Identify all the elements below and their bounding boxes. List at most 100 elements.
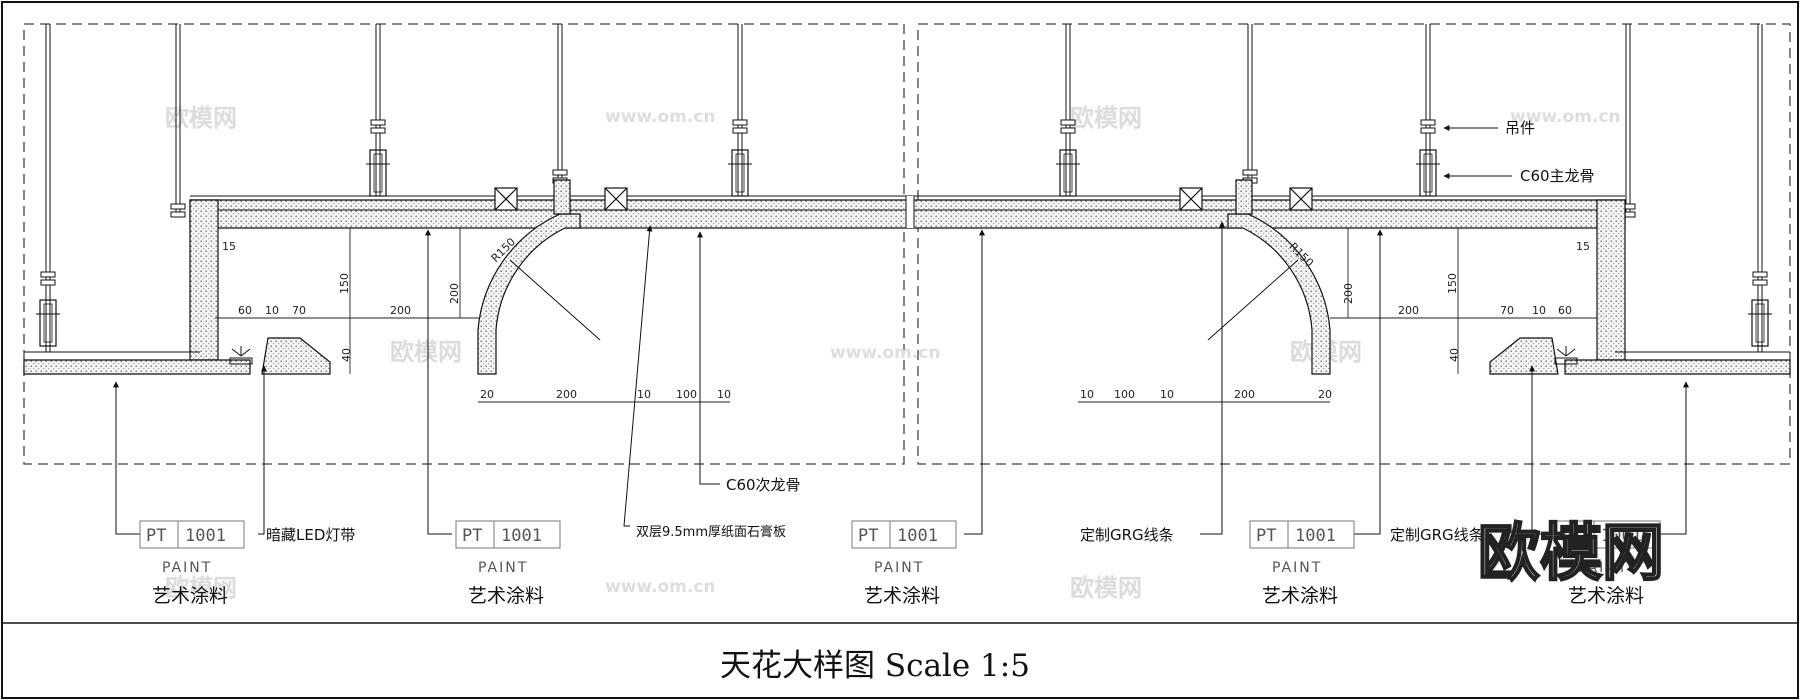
tag-sub: PAINT: [162, 560, 212, 576]
tag-number: 1001: [897, 526, 938, 546]
dim-10-left: 10: [265, 304, 279, 317]
keel-clip-icon: [1751, 299, 1769, 347]
dim-150-right: 150: [1446, 273, 1459, 294]
led-trough-right: [1489, 337, 1559, 375]
tag-chinese: 艺术涂料: [864, 585, 940, 607]
led-trough-left: [261, 337, 331, 375]
dim-60-left: 60: [238, 304, 252, 317]
watermark-url: www.om.cn: [1510, 107, 1621, 127]
dim-10-bottom-left-2: 10: [717, 388, 731, 401]
watermark-brand: 欧模网: [390, 338, 462, 366]
hanger-rod: [552, 24, 568, 184]
callout-hanger: 吊件: [1505, 119, 1535, 137]
drawing-title: 天花大样图 Scale 1:5: [720, 648, 1030, 684]
callout-labels: 吊件 C60主龙骨 C60次龙骨 暗藏LED灯带 双层9.5mm厚纸面石膏板 定…: [266, 119, 1595, 544]
dim-40-right: 40: [1448, 348, 1461, 362]
watermark-url: www.om.cn: [605, 577, 716, 597]
dim-200-vert-right: 200: [1342, 283, 1355, 304]
hanger-rod: [36, 24, 60, 352]
callout-led: 暗藏LED灯带: [266, 526, 355, 544]
brand-logo-text: 欧模网: [1478, 516, 1664, 589]
watermark-brand: 欧模网: [1070, 104, 1142, 132]
tag-code: PT: [1256, 526, 1276, 546]
side-panel-left: [189, 199, 219, 361]
dim-100-bottom-left: 100: [676, 388, 697, 401]
tag-code: PT: [858, 526, 878, 546]
nut-icon: [732, 127, 748, 134]
dim-150-left: 150: [338, 273, 351, 294]
callout-grg-right: 定制GRG线条: [1390, 526, 1484, 544]
led-light-right: [1554, 346, 1578, 365]
nut-icon: [732, 119, 748, 126]
dim-10-bottom-left: 10: [637, 388, 651, 401]
keel-clip-icon: [731, 149, 749, 197]
dim-200-bottom-right: 200: [1234, 388, 1255, 401]
tag-sub: PAINT: [478, 560, 528, 576]
callout-gypsum: 双层9.5mm厚纸面石膏板: [636, 524, 786, 540]
dim-15-left: 15: [222, 240, 236, 253]
nut-icon: [40, 271, 56, 278]
watermark-brand: 欧模网: [165, 104, 237, 132]
tag-number: 1001: [1295, 526, 1336, 546]
tag-sub: PAINT: [1578, 560, 1628, 576]
grg-arch-left: [477, 213, 581, 375]
dim-200-right: 200: [1398, 304, 1419, 317]
nut-icon: [552, 169, 568, 176]
dim-10-bottom-right-2: 10: [1160, 388, 1174, 401]
watermark-brand: 欧模网: [1070, 574, 1142, 602]
detail-boundaries: [23, 23, 1791, 465]
dim-100-bottom-right: 100: [1114, 388, 1135, 401]
dim-15-right: 15: [1576, 240, 1590, 253]
hanger-rods: [36, 24, 1772, 352]
dim-10-right: 10: [1532, 304, 1546, 317]
keel-clip-icon: [1059, 149, 1077, 197]
center-connector-left: [494, 179, 628, 215]
grg-arch-right: [1227, 213, 1331, 375]
dim-10-bottom-right: 10: [1080, 388, 1094, 401]
ceiling-assembly: [23, 179, 1791, 375]
center-connector-right: [1179, 179, 1313, 215]
nut-icon: [370, 127, 386, 134]
callout-sub-keel: C60次龙骨: [726, 476, 801, 494]
dim-70-left: 70: [292, 304, 306, 317]
keel-clip-icon: [1419, 149, 1437, 197]
side-panel-right: [1596, 199, 1626, 361]
tag-chinese: 艺术涂料: [468, 585, 544, 607]
nut-icon: [1060, 119, 1076, 126]
callout-grg-left: 定制GRG线条: [1080, 526, 1174, 544]
tag-chinese: 艺术涂料: [152, 585, 228, 607]
nut-icon: [1420, 127, 1436, 134]
radius-leader-right: [1207, 259, 1299, 341]
dim-40-left: 40: [340, 348, 353, 362]
watermark-url: www.om.cn: [830, 343, 941, 363]
lower-ceiling-right: [1564, 359, 1791, 375]
hanger-rod: [1748, 24, 1772, 352]
tag-sub: PAINT: [1272, 560, 1322, 576]
tag-code: PT: [146, 526, 166, 546]
nut-icon: [370, 119, 386, 126]
radius-leader-left: [509, 259, 601, 341]
keel-clip-icon: [39, 299, 57, 347]
hanger-rod: [366, 24, 390, 197]
tag-chinese: 艺术涂料: [1262, 585, 1338, 607]
lower-ceiling-left: [23, 359, 251, 375]
tag-code: PT: [462, 526, 482, 546]
hanger-rod: [170, 24, 186, 218]
nut-icon: [40, 279, 56, 286]
nut-icon: [1752, 279, 1768, 286]
tag-number: 1001: [1601, 526, 1642, 546]
brand-logo: 欧模网: [1477, 515, 1665, 590]
watermark-brand: 欧模网: [165, 574, 237, 602]
dimension-lines: [215, 228, 1597, 403]
nut-icon: [1060, 127, 1076, 134]
tag-sub: PAINT: [874, 560, 924, 576]
dim-200-left: 200: [390, 304, 411, 317]
nut-icon: [1420, 119, 1436, 126]
dim-60-right: 60: [1558, 304, 1572, 317]
